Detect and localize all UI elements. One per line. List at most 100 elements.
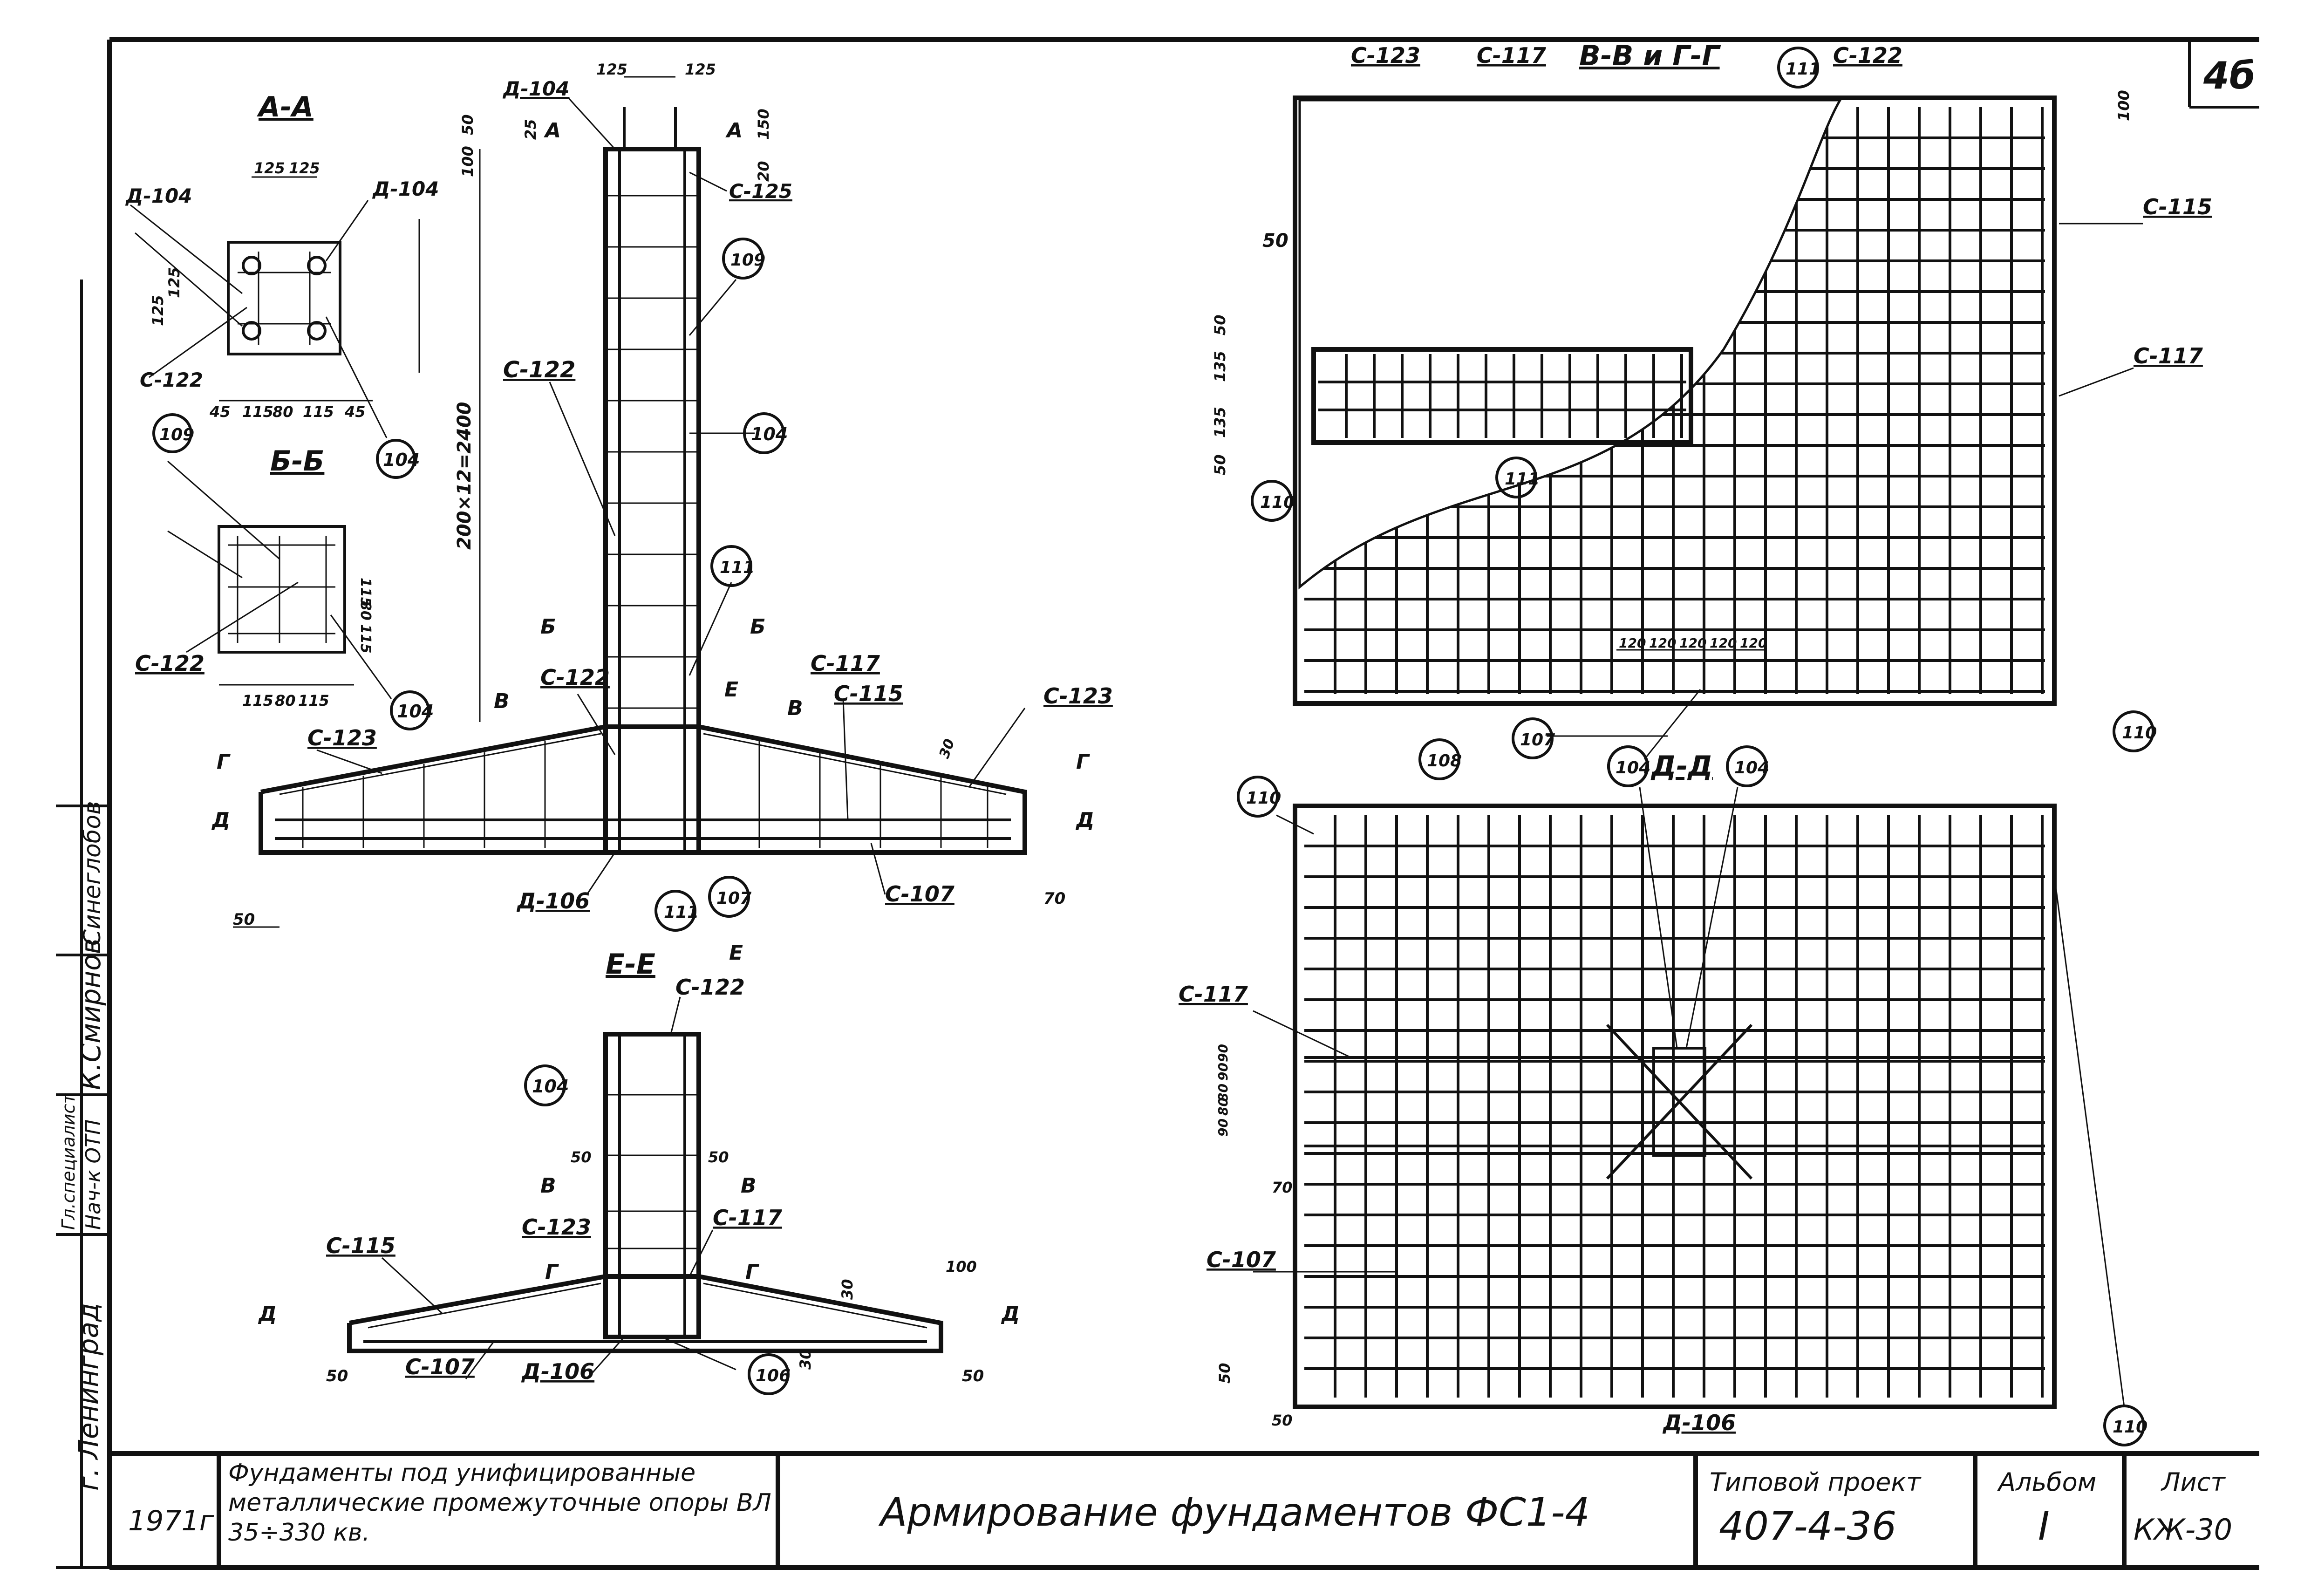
svg-text:50: 50 — [1272, 1412, 1293, 1429]
view-elevation: Д-104 С-125 109 С-122 104 111 С-122 С-11… — [211, 61, 1113, 965]
vv-mark-110b — [2113, 710, 2154, 752]
svg-text:В: В — [741, 1174, 757, 1198]
ee-mark-106 — [748, 1353, 790, 1395]
ee-label-c107: С-107 — [405, 1354, 475, 1379]
vv-label-c123: С-123 — [1351, 43, 1420, 68]
svg-text:120: 120 — [1619, 635, 1646, 651]
ee-label-d106: Д-106 — [521, 1359, 594, 1384]
ee-label-c115: С-115 — [326, 1233, 395, 1258]
elev-label-d106: Д-106 — [516, 888, 590, 914]
tb-project-description: Фундаменты под унифицированные металличе… — [228, 1459, 771, 1547]
svg-text:110: 110 — [1260, 493, 1295, 512]
svg-text:80: 80 — [357, 601, 374, 621]
aa-label-d104-a: Д-104 — [125, 184, 192, 207]
svg-text:А: А — [544, 119, 561, 143]
vv-mark-110a — [1251, 480, 1293, 522]
vv-label-c117b: С-117 — [2134, 343, 2203, 368]
vv-mark-111 — [1777, 47, 1819, 89]
elev-label-c122-a: С-122 — [503, 357, 575, 383]
elev-mark-107 — [708, 876, 750, 918]
tb-drawing-title: Армирование фундаментов ФС1-4 — [878, 1489, 1590, 1535]
svg-text:115: 115 — [242, 692, 273, 709]
svg-text:115: 115 — [357, 578, 374, 607]
svg-text:100: 100 — [2115, 90, 2133, 121]
svg-text:80: 80 — [1215, 1084, 1231, 1102]
svg-text:45: 45 — [209, 403, 231, 421]
tb-year: 1971г — [128, 1505, 214, 1537]
aa-label-c122: С-122 — [140, 368, 203, 391]
svg-text:115: 115 — [303, 403, 334, 421]
vv-label-c117: С-117 — [1477, 43, 1546, 68]
tb-project-label: Типовой проект — [1710, 1467, 1922, 1497]
svg-text:111: 111 — [1505, 470, 1540, 489]
svg-text:20: 20 — [755, 161, 772, 182]
svg-text:100: 100 — [459, 146, 477, 177]
svg-text:Г: Г — [545, 1260, 559, 1284]
svg-text:115: 115 — [298, 692, 329, 709]
svg-text:110: 110 — [2122, 723, 2157, 743]
dd-label-c107: С-107 — [1207, 1247, 1276, 1272]
elev-label-c117: С-117 — [811, 651, 880, 676]
elev-label-d104: Д-104 — [502, 77, 570, 100]
tb-album-number: I — [2038, 1503, 2050, 1549]
svg-text:80: 80 — [1215, 1098, 1231, 1116]
svg-text:В: В — [540, 1174, 556, 1198]
svg-text:Д: Д — [1075, 808, 1094, 832]
elev-label-c123-r: С-123 — [1043, 683, 1113, 709]
bb-mark-109 — [152, 413, 192, 453]
svg-text:104: 104 — [397, 701, 434, 722]
elev-dim-column: 200×12=2400 — [454, 402, 475, 550]
view-bb-title: Б-Б — [270, 445, 324, 477]
svg-text:50: 50 — [1262, 230, 1288, 252]
svg-text:120: 120 — [1740, 635, 1767, 651]
svg-text:125: 125 — [685, 61, 716, 78]
svg-text:50: 50 — [326, 1367, 348, 1385]
svg-text:120: 120 — [1649, 635, 1676, 651]
elev-label-c122-b: С-122 — [540, 665, 610, 690]
svg-text:90: 90 — [1215, 1063, 1231, 1081]
view-dd: Д-Д 110 108 104 104 С-117 С-107 Д-106 11… — [1179, 738, 2147, 1446]
svg-text:108: 108 — [1427, 751, 1462, 771]
svg-text:125: 125 — [254, 159, 285, 177]
svg-text:70: 70 — [1043, 889, 1065, 908]
svg-text:Б: Б — [750, 615, 766, 639]
sheet-frame — [56, 37, 2259, 1570]
dd-label-d106: Д-106 — [1662, 1410, 1736, 1435]
svg-text:90: 90 — [1215, 1044, 1231, 1062]
ee-label-c117: С-117 — [713, 1205, 782, 1230]
view-dd-title: Д-Д — [1650, 750, 1713, 783]
stamp-role-1: Нач-к ОТП — [82, 1119, 105, 1230]
title-block: 1971г Фундаменты под унифицированные мет… — [109, 1451, 2259, 1568]
svg-text:50: 50 — [962, 1367, 984, 1385]
svg-text:Д: Д — [211, 808, 230, 832]
ee-label-c123: С-123 — [522, 1214, 591, 1240]
elev-label-c123-l: С-123 — [307, 725, 377, 750]
svg-text:Е: Е — [729, 941, 743, 965]
svg-text:125: 125 — [289, 159, 320, 177]
view-aa: А-А Д-104 Д-104 С-122 104 125 125 45 115… — [125, 91, 439, 479]
svg-text:25: 25 — [522, 119, 539, 140]
svg-text:106: 106 — [756, 1366, 791, 1385]
elev-mark-104 — [743, 412, 785, 454]
svg-text:107: 107 — [1520, 730, 1555, 750]
svg-text:45: 45 — [344, 403, 366, 421]
view-vv-gg-title: В-В и Г-Г — [1579, 40, 1721, 72]
svg-text:135: 135 — [1211, 351, 1229, 382]
svg-text:Г: Г — [1076, 750, 1090, 774]
view-aa-title: А-А — [257, 91, 314, 123]
bb-mark-104 — [390, 690, 430, 730]
svg-text:50: 50 — [459, 114, 477, 135]
elev-label-c125: С-125 — [729, 180, 792, 203]
svg-text:30: 30 — [797, 1349, 814, 1370]
svg-text:Д: Д — [258, 1302, 277, 1326]
svg-text:Г: Г — [217, 750, 231, 774]
svg-text:30: 30 — [839, 1279, 856, 1300]
svg-text:135: 135 — [1211, 407, 1229, 438]
vv-mark-107 — [1512, 717, 1554, 759]
view-ee-title: Е-Е — [606, 948, 655, 981]
tb-sheet-label: Лист — [2161, 1467, 2226, 1497]
ee-label-c122: С-122 — [675, 975, 745, 1000]
vv-label-c115: С-115 — [2143, 194, 2212, 219]
tb-album-label: Альбом — [1997, 1467, 2096, 1497]
